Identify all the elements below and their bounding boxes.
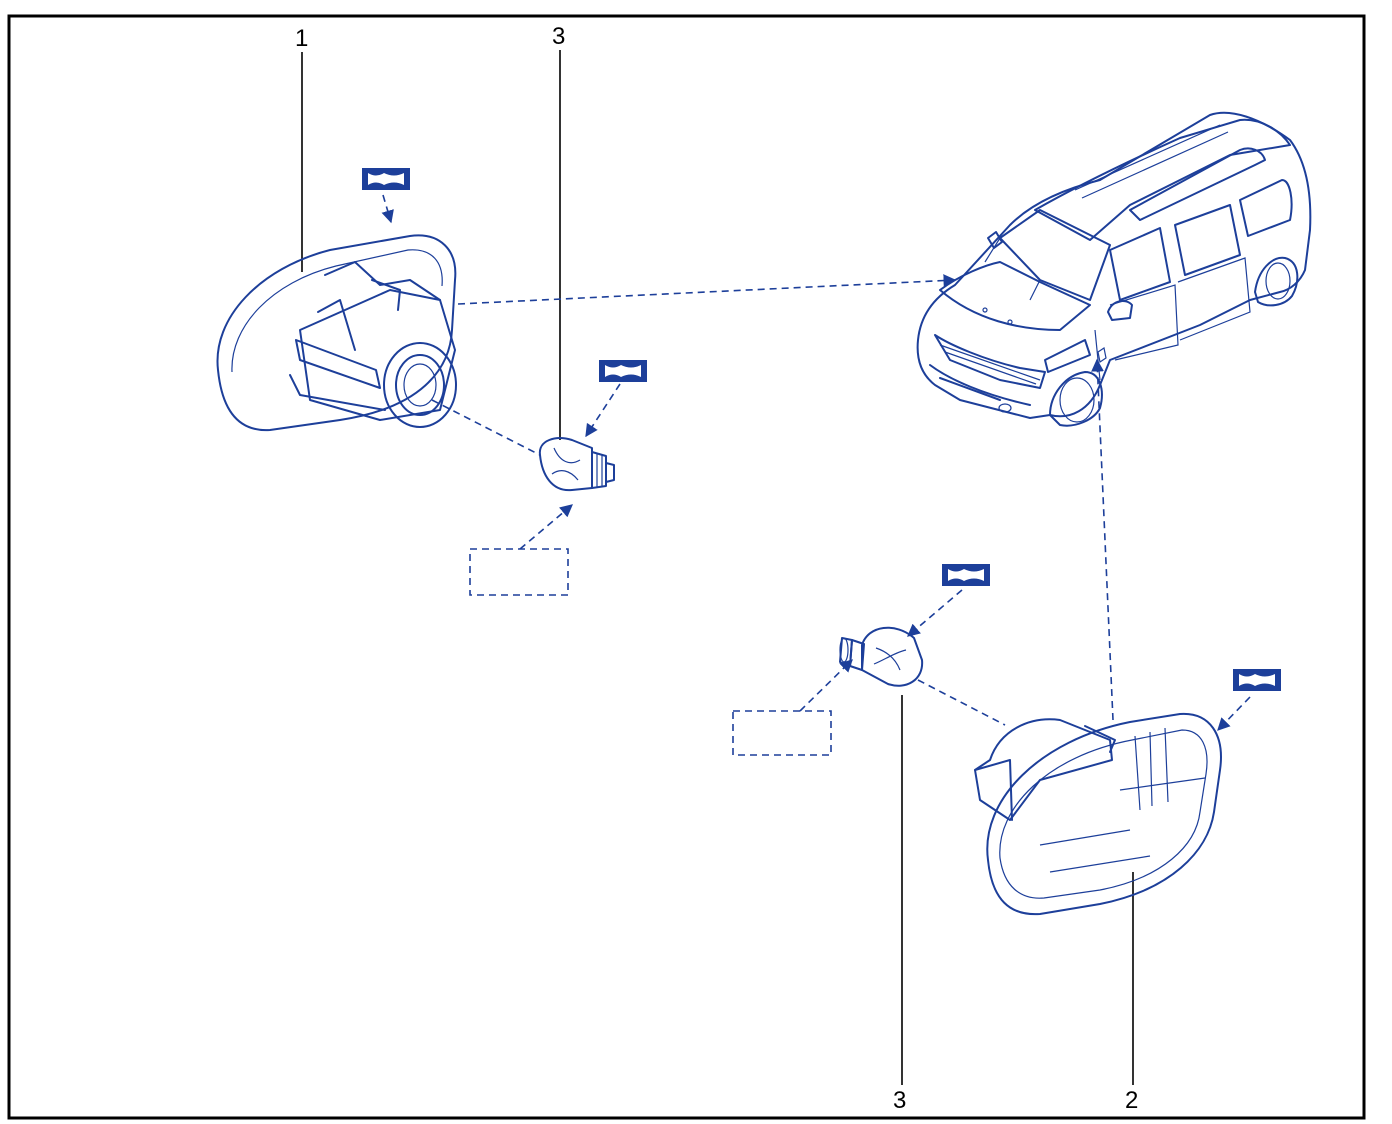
lamp-housing-icon xyxy=(216,234,457,432)
diagram-border xyxy=(7,14,1366,1120)
flag-symbol-icon xyxy=(1233,669,1281,691)
callout-3-lower: 3 xyxy=(893,1087,906,1114)
bulb-icon xyxy=(538,437,615,492)
flag-arrow xyxy=(585,383,621,438)
flag-arrow xyxy=(381,194,394,224)
callout-1: 1 xyxy=(295,25,308,52)
flag-arrow xyxy=(907,589,963,637)
reference-box-upper xyxy=(469,548,569,596)
assembly-line-right-to-car xyxy=(1091,358,1114,721)
vehicle-icon xyxy=(916,111,1312,427)
lamp-housing-icon xyxy=(974,712,1222,916)
assembly-line-left-to-car xyxy=(457,274,957,305)
flag-symbol-icon xyxy=(599,360,647,382)
flag-symbol-icon xyxy=(942,564,990,586)
assembly-line-left-to-bulb xyxy=(431,399,541,456)
assembly-line-bulb-to-right xyxy=(917,679,1006,726)
reference-arrow xyxy=(799,659,853,712)
reference-box-lower xyxy=(732,710,832,756)
callout-2: 2 xyxy=(1125,1087,1138,1114)
bulb-icon xyxy=(839,626,924,687)
callout-3-upper: 3 xyxy=(552,23,565,50)
flag-arrow xyxy=(1217,696,1251,731)
flag-symbol-icon xyxy=(362,168,410,190)
reference-arrow xyxy=(519,504,573,550)
